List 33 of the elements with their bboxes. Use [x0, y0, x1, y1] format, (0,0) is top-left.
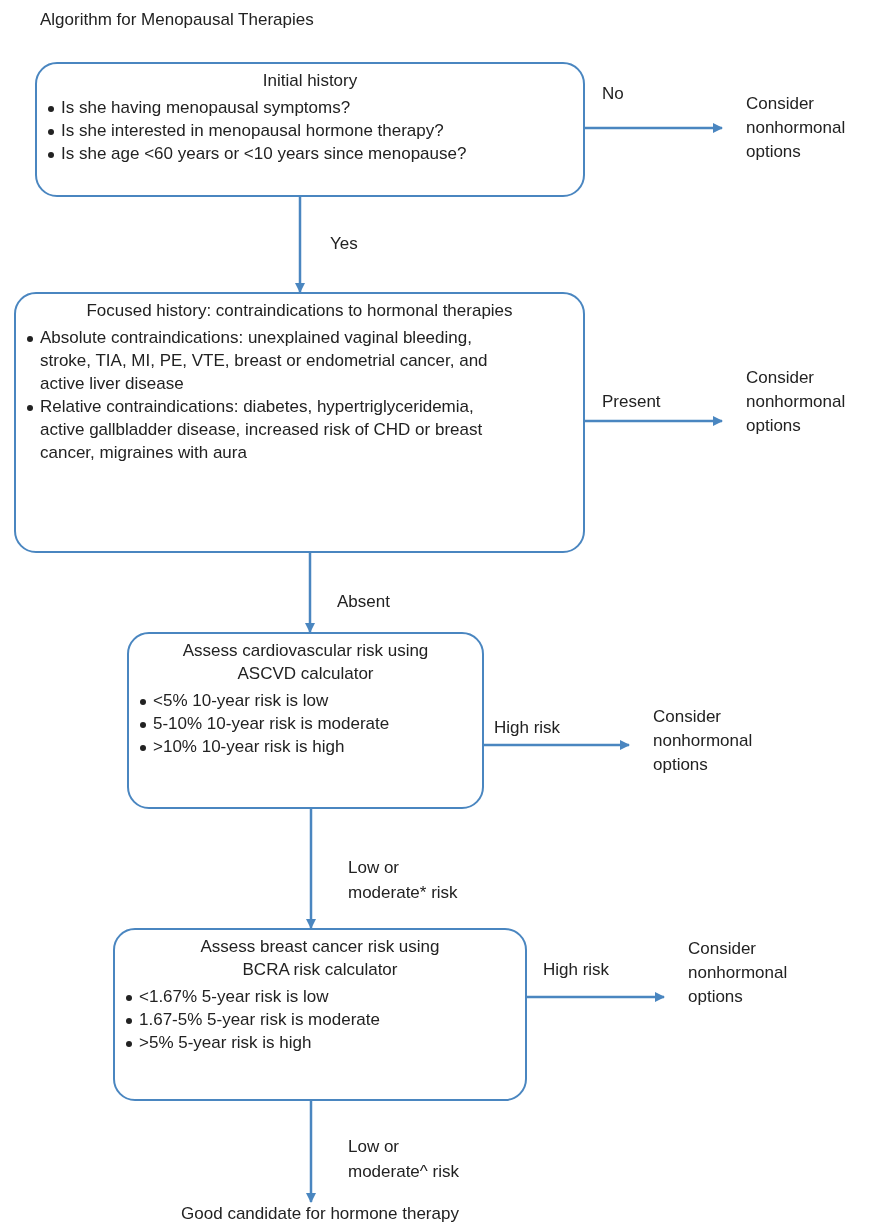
outcome-text: Consider nonhormonal options — [722, 366, 872, 446]
box-heading: Assess cardiovascular risk using ASCVD calculator — [181, 640, 430, 685]
process-box — [14, 292, 585, 553]
bullet-text: Absolute contraindications: unexplained vaginal bleeding, stroke, TIA, MI, PE, VTE, breast or endometrial cancer, and active liver disease — [40, 327, 488, 393]
bullet-text: >5% 5-year risk is high — [139, 1032, 312, 1052]
arrow — [585, 416, 723, 426]
bullet-text: Is she having menopausal symptoms? — [61, 97, 351, 117]
process-box — [127, 632, 484, 809]
arrow — [305, 553, 315, 633]
outcome-text: Consider nonhormonal options — [722, 92, 872, 162]
bullet-text: Relative contraindications: diabetes, hypertriglyceridemia, active gallbladder disease, increased risk of CHD or breast cancer, migraines with aura — [40, 396, 483, 462]
bullet-text: 1.67-5% 5-year risk is moderate — [139, 1009, 380, 1029]
bullet-text: >10% 10-year risk is high — [153, 736, 345, 756]
bullet-text: Is she age <60 years or <10 years since menopause? — [61, 143, 467, 163]
arrow — [295, 197, 305, 293]
box-heading: Focused history: contraindications to hormonal therapies — [85, 300, 514, 322]
outcome-text: Consider nonhormonal options — [664, 937, 844, 1017]
arrow — [484, 740, 630, 750]
arrow — [306, 1101, 316, 1203]
arrow — [306, 809, 316, 929]
arrow — [527, 992, 665, 1002]
box-heading: Initial history — [261, 70, 359, 92]
process-box — [35, 62, 585, 197]
bullet-text: Is she interested in menopausal hormone therapy? — [61, 120, 444, 140]
box-heading: Assess breast cancer risk using BCRA risk calculator — [199, 936, 441, 981]
bullet-text: <5% 10-year risk is low — [153, 690, 329, 710]
outcome-text: Consider nonhormonal options — [629, 705, 779, 785]
process-box — [113, 928, 527, 1101]
arrow — [585, 123, 723, 133]
bullet-text: <1.67% 5-year risk is low — [139, 986, 329, 1006]
outcome-text: Good candidate for hormone therapy — [130, 1202, 510, 1230]
bullet-text: 5-10% 10-year risk is moderate — [153, 713, 390, 733]
diagram-title: Algorithm for Menopausal Therapies — [40, 10, 314, 30]
